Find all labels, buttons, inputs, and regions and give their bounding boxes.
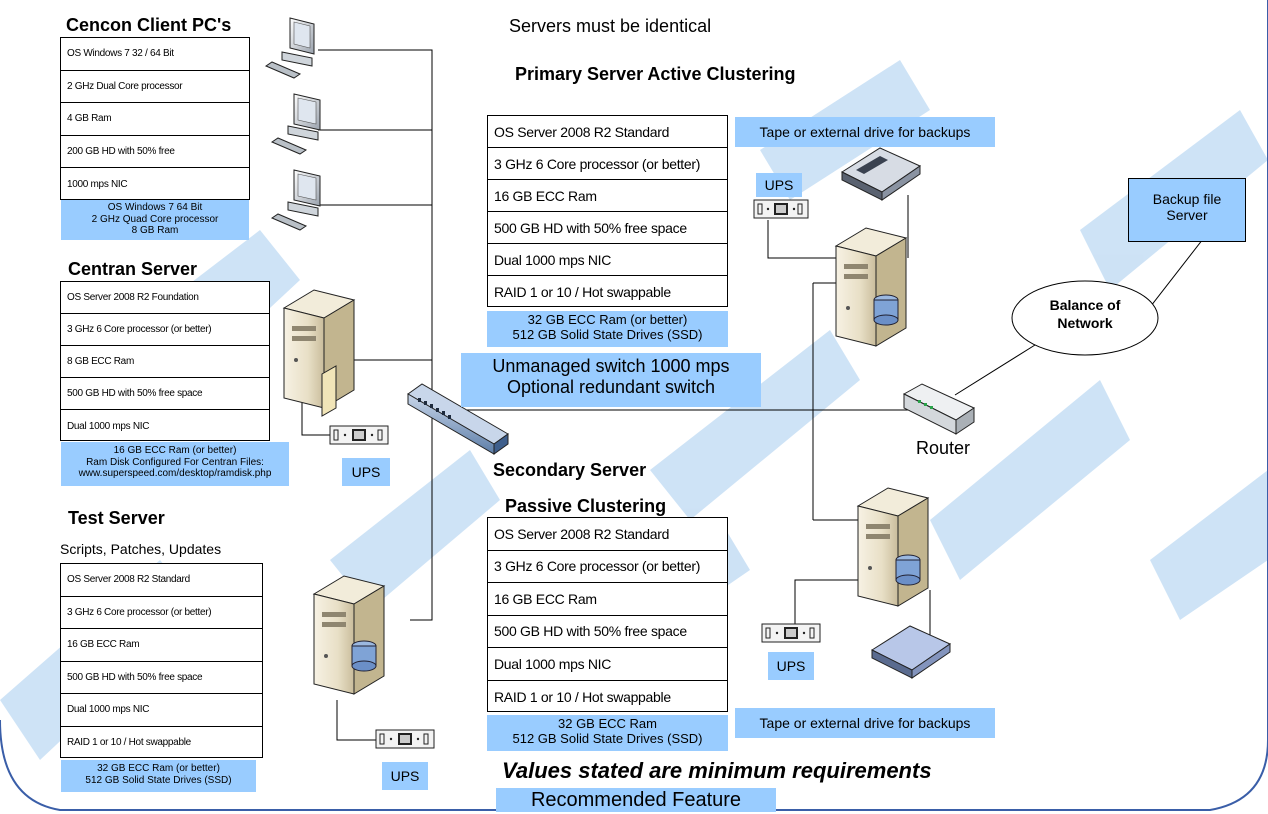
spec-row: Dual 1000 mps NIC [61, 694, 262, 727]
secondary-server-subtitle: Passive Clustering [505, 496, 667, 516]
test-server-recommended: 32 GB ECC Ram (or better) 512 GB Solid S… [61, 760, 256, 792]
balance-of-network-label: Balance of Network [1030, 296, 1140, 332]
recommended-line: www.superspeed.com/desktop/ramdisk.php [78, 468, 272, 479]
spec-row: 16 GB ECC Ram [488, 583, 727, 616]
spec-row: RAID 1 or 10 / Hot swappable [67, 737, 191, 749]
router-label: Router [916, 438, 971, 458]
recommended-line: 512 GB Solid State Drives (SSD) [85, 774, 232, 786]
secondary-server-icon [856, 487, 930, 607]
network-switch-icon [407, 383, 509, 455]
ups-icon [753, 199, 809, 219]
spec-row: Dual 1000 mps NIC [67, 420, 150, 432]
spec-row: RAID 1 or 10 / Hot swappable [494, 284, 671, 300]
spec-row: 3 GHz 6 Core processor (or better) [61, 597, 262, 629]
switch-line: Optional redundant switch [506, 376, 716, 397]
centran-server-title: Centran Server [68, 259, 198, 279]
test-server-spec-table: OS Server 2008 R2 Standard 3 GHz 6 Core … [60, 563, 263, 758]
primary-recommended: 32 GB ECC Ram (or better) 512 GB Solid S… [487, 311, 728, 347]
recommended-line: 32 GB ECC Ram (or better) [527, 312, 688, 327]
balance-line: Balance of [1049, 297, 1121, 313]
primary-ups-label: UPS [756, 173, 802, 197]
spec-row: 500 GB HD with 50% free space [61, 662, 262, 694]
spec-row: 500 GB HD with 50% free space [488, 212, 727, 244]
client-pcs-title: Cencon Client PC's [66, 15, 232, 35]
minimum-requirements-note: Values stated are minimum requirements [502, 758, 932, 783]
header-note: Servers must be identical [509, 16, 712, 36]
secondary-recommended: 32 GB ECC Ram 512 GB Solid State Drives … [487, 715, 728, 751]
spec-row: OS Server 2008 R2 Standard [488, 518, 727, 551]
recommended-line: 32 GB ECC Ram [558, 716, 657, 731]
test-server-icon [312, 575, 386, 695]
recommended-feature-legend: Recommended Feature [496, 788, 776, 812]
primary-spec-table: OS Server 2008 R2 Standard 3 GHz 6 Core … [487, 115, 728, 307]
spec-row: 200 GB HD with 50% free [61, 136, 249, 169]
tape-drive-icon [840, 147, 922, 201]
secondary-spec-table: OS Server 2008 R2 Standard 3 GHz 6 Core … [487, 517, 728, 712]
spec-row: OS Windows 7 32 / 64 Bit [61, 38, 249, 71]
primary-backup-label: Tape or external drive for backups [735, 117, 995, 147]
network-lines [301, 49, 1211, 741]
client-pc-icon [270, 93, 321, 155]
client-pc-icon [264, 17, 315, 79]
balance-line: Network [1057, 315, 1113, 332]
test-server-ups-label: UPS [382, 762, 428, 790]
client-pc-icon [270, 169, 321, 231]
ups-icon [375, 729, 435, 749]
balance-of-network-ellipse [1011, 280, 1159, 356]
spec-row: 3 GHz 6 Core processor (or better) [488, 148, 727, 180]
centran-recommended: 16 GB ECC Ram (or better) Ram Disk Confi… [61, 442, 289, 486]
recommended-line: 2 GHz Quad Core processor [91, 213, 219, 225]
backup-file-server-line: Backup file [1152, 191, 1222, 207]
recommended-line: OS Windows 7 64 Bit [107, 202, 203, 213]
spec-row: OS Server 2008 R2 Standard [61, 564, 262, 597]
spec-row: 16 GB ECC Ram [61, 629, 262, 662]
spec-row: Dual 1000 mps NIC [488, 244, 727, 276]
secondary-server-title: Secondary Server [493, 460, 647, 480]
spec-row: 500 GB HD with 50% free space [61, 378, 269, 410]
primary-server-icon [834, 227, 908, 347]
secondary-backup-label: Tape or external drive for backups [735, 708, 995, 738]
recommended-line: 512 GB Solid State Drives (SSD) [512, 730, 703, 746]
spec-row: 500 GB HD with 50% free space [488, 616, 727, 648]
spec-row: 16 GB ECC Ram [488, 180, 727, 212]
backup-file-server-box: Backup file Server [1128, 178, 1246, 242]
router-icon [902, 383, 976, 435]
recommended-line: 16 GB ECC Ram (or better) [113, 445, 237, 456]
secondary-ups-label: UPS [768, 652, 814, 680]
spec-row: 4 GB Ram [61, 103, 249, 136]
switch-line: Unmanaged switch 1000 mps [492, 356, 730, 376]
recommended-line: Ram Disk Configured For Centran Files: [86, 456, 264, 468]
client-pcs-recommended: OS Windows 7 64 Bit 2 GHz Quad Core proc… [61, 200, 249, 240]
centran-server-icon [282, 289, 356, 417]
test-server-subtitle: Scripts, Patches, Updates [60, 541, 222, 557]
ups-icon [329, 425, 389, 445]
recommended-line: 32 GB ECC Ram (or better) [97, 763, 220, 774]
spec-row: 1000 mps NIC [67, 179, 128, 191]
tape-drive-icon [870, 625, 952, 679]
recommended-line: 8 GB Ram [131, 225, 179, 236]
centran-spec-table: OS Server 2008 R2 Foundation 3 GHz 6 Cor… [60, 281, 270, 441]
client-pcs-spec-table: OS Windows 7 32 / 64 Bit 2 GHz Dual Core… [60, 37, 250, 200]
spec-row: RAID 1 or 10 / Hot swappable [494, 688, 671, 705]
centran-ups-label: UPS [342, 458, 390, 486]
spec-row: 3 GHz 6 Core processor (or better) [61, 314, 269, 346]
spec-row: 2 GHz Dual Core processor [61, 71, 249, 104]
test-server-title: Test Server [68, 508, 165, 528]
spec-row: OS Server 2008 R2 Foundation [61, 282, 269, 314]
recommended-line: 512 GB Solid State Drives (SSD) [512, 326, 703, 342]
spec-row: 3 GHz 6 Core processor (or better) [488, 551, 727, 583]
spec-row: OS Server 2008 R2 Standard [488, 116, 727, 148]
spec-row: 8 GB ECC Ram [61, 346, 269, 378]
spec-row: Dual 1000 mps NIC [488, 648, 727, 681]
switch-label: Unmanaged switch 1000 mps Optional redun… [461, 353, 761, 407]
primary-server-title: Primary Server Active Clustering [515, 64, 796, 84]
ups-icon [761, 623, 821, 643]
backup-file-server-line: Server [1166, 207, 1208, 224]
